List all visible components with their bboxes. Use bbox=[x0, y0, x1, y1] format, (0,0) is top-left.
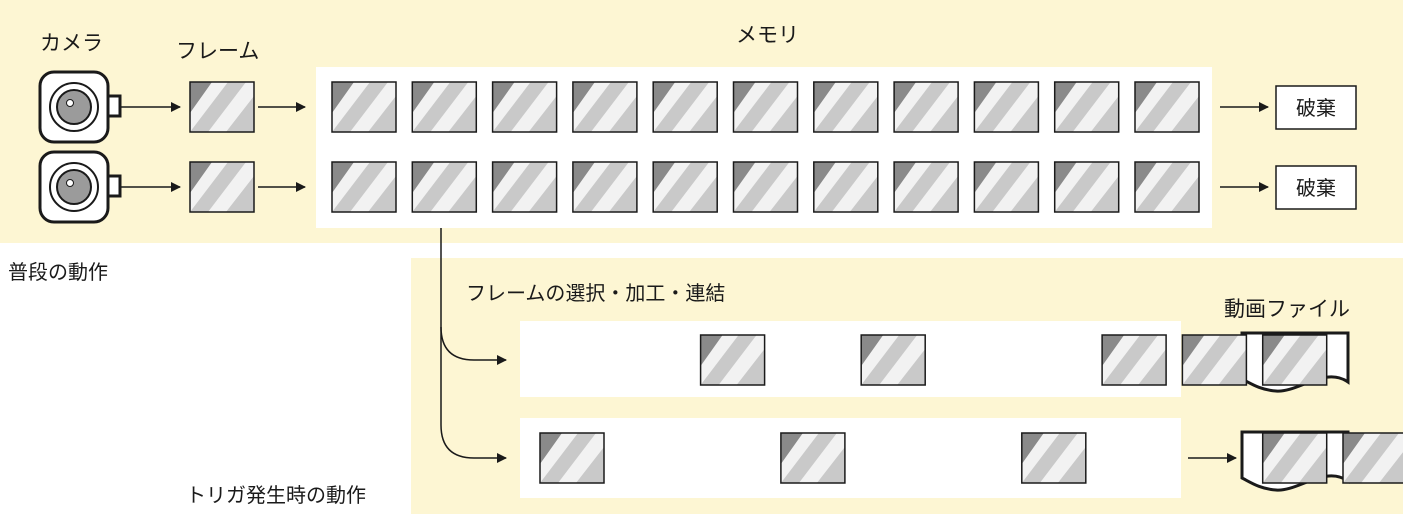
frame-icon bbox=[860, 334, 926, 386]
frame-icon bbox=[411, 161, 478, 213]
discard-label: 破棄 bbox=[1296, 176, 1336, 200]
frame-icon bbox=[331, 161, 397, 213]
frame-icon bbox=[732, 81, 799, 133]
discard-box bbox=[1275, 165, 1357, 210]
frame-icon bbox=[411, 81, 478, 133]
frame-icon bbox=[539, 432, 605, 484]
memory-frames bbox=[331, 81, 1200, 213]
frame-icon bbox=[732, 161, 799, 213]
frame-icon bbox=[331, 81, 397, 133]
frame-icon bbox=[813, 161, 879, 213]
process-label: フレームの選択・加工・連結 bbox=[466, 281, 725, 305]
frame-icon bbox=[491, 81, 558, 133]
output-row-1 bbox=[520, 321, 1181, 397]
frame-label: フレーム bbox=[176, 39, 259, 63]
frame-icon bbox=[1053, 161, 1120, 213]
branch-connector bbox=[440, 327, 507, 463]
frame-icon bbox=[189, 81, 255, 133]
frame-icon bbox=[1053, 81, 1120, 133]
input-frames bbox=[189, 81, 255, 213]
frame-icon bbox=[1134, 161, 1200, 213]
frame-icon bbox=[1342, 432, 1403, 484]
frame-icon bbox=[491, 161, 558, 213]
frame-icon bbox=[813, 81, 879, 133]
frame-icon bbox=[1101, 334, 1167, 386]
frame-icon bbox=[893, 81, 959, 133]
discard-label: 破棄 bbox=[1296, 96, 1336, 120]
frame-icon bbox=[973, 81, 1040, 133]
frame-icon bbox=[780, 432, 846, 484]
frame-icon bbox=[189, 161, 255, 213]
output-frames bbox=[539, 334, 1403, 484]
frame-icon bbox=[572, 161, 638, 213]
frame-icon bbox=[652, 81, 718, 133]
frame-icon bbox=[1134, 81, 1200, 133]
frame-icon bbox=[1181, 334, 1248, 386]
discard-box bbox=[1275, 85, 1357, 130]
frame-icon bbox=[652, 161, 718, 213]
frame-icon bbox=[893, 161, 959, 213]
memory-label: メモリ bbox=[736, 23, 799, 47]
frame-icon bbox=[572, 81, 638, 133]
camera-icon bbox=[38, 150, 122, 224]
camera-icon bbox=[38, 70, 122, 144]
frame-icon bbox=[1261, 432, 1328, 484]
video-file-label: 動画ファイル bbox=[1224, 297, 1350, 321]
frame-icon bbox=[1261, 334, 1328, 386]
trigger-operation-label: トリガ発生時の動作 bbox=[186, 483, 366, 507]
frame-icon bbox=[699, 334, 766, 386]
camera-label: カメラ bbox=[40, 31, 103, 55]
frame-icon bbox=[973, 161, 1040, 213]
normal-operation-label: 普段の動作 bbox=[8, 260, 108, 284]
frame-icon bbox=[1021, 432, 1087, 484]
